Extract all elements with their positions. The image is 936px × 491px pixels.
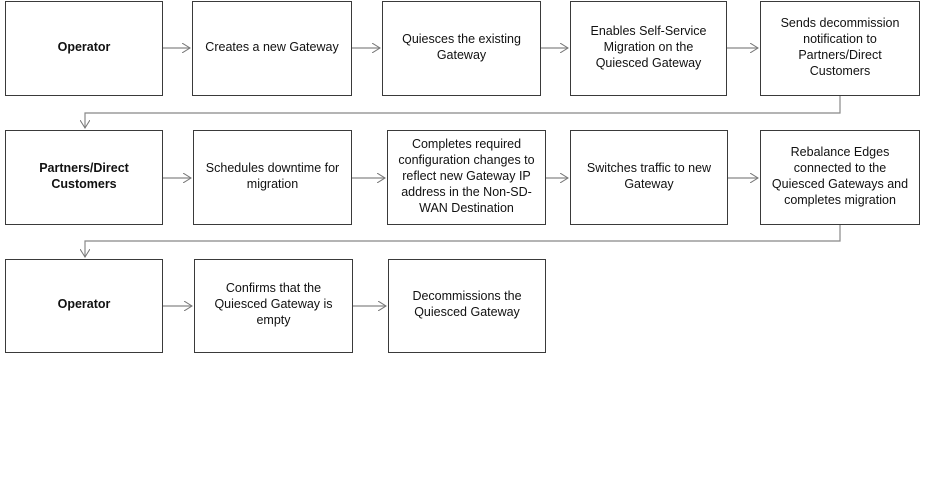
step-label: Switches traffic to new Gateway bbox=[586, 160, 712, 191]
row-wrap-arrow bbox=[85, 96, 841, 128]
step-quiesce-gateway: Quiesces the existing Gateway bbox=[382, 1, 541, 96]
row-wrap-arrow bbox=[85, 225, 841, 257]
step-rebalance-edges: Rebalance Edges connected to the Quiesce… bbox=[760, 130, 920, 225]
actor-label: Operator bbox=[57, 39, 111, 54]
step-label: Creates a new Gateway bbox=[205, 39, 339, 54]
step-confirm-empty: Confirms that the Quiesced Gateway is em… bbox=[194, 259, 353, 353]
step-enable-migration: Enables Self-Service Migration on the Qu… bbox=[570, 1, 727, 96]
step-label: Schedules downtime for migration bbox=[205, 160, 340, 191]
step-label: Quiesces the existing Gateway bbox=[402, 31, 521, 62]
actor-label: Partners/Direct Customers bbox=[39, 160, 129, 191]
step-schedule-downtime: Schedules downtime for migration bbox=[193, 130, 352, 225]
actor-operator-final: Operator bbox=[5, 259, 163, 353]
actor-operator: Operator bbox=[5, 1, 163, 96]
step-label: Confirms that the Quiesced Gateway is em… bbox=[214, 281, 333, 327]
step-decommission: Decommissions the Quiesced Gateway bbox=[388, 259, 546, 353]
step-switch-traffic: Switches traffic to new Gateway bbox=[570, 130, 728, 225]
actor-partners: Partners/Direct Customers bbox=[5, 130, 163, 225]
step-label: Sends decommission notification to Partn… bbox=[780, 15, 900, 78]
step-label: Completes required configuration changes… bbox=[398, 136, 535, 215]
step-config-changes: Completes required configuration changes… bbox=[387, 130, 546, 225]
step-label: Rebalance Edges connected to the Quiesce… bbox=[771, 144, 909, 207]
step-create-gateway: Creates a new Gateway bbox=[192, 1, 352, 96]
step-label: Enables Self-Service Migration on the Qu… bbox=[590, 23, 707, 70]
actor-label: Operator bbox=[57, 297, 111, 311]
step-send-notification: Sends decommission notification to Partn… bbox=[760, 1, 920, 96]
step-label: Decommissions the Quiesced Gateway bbox=[412, 289, 522, 319]
